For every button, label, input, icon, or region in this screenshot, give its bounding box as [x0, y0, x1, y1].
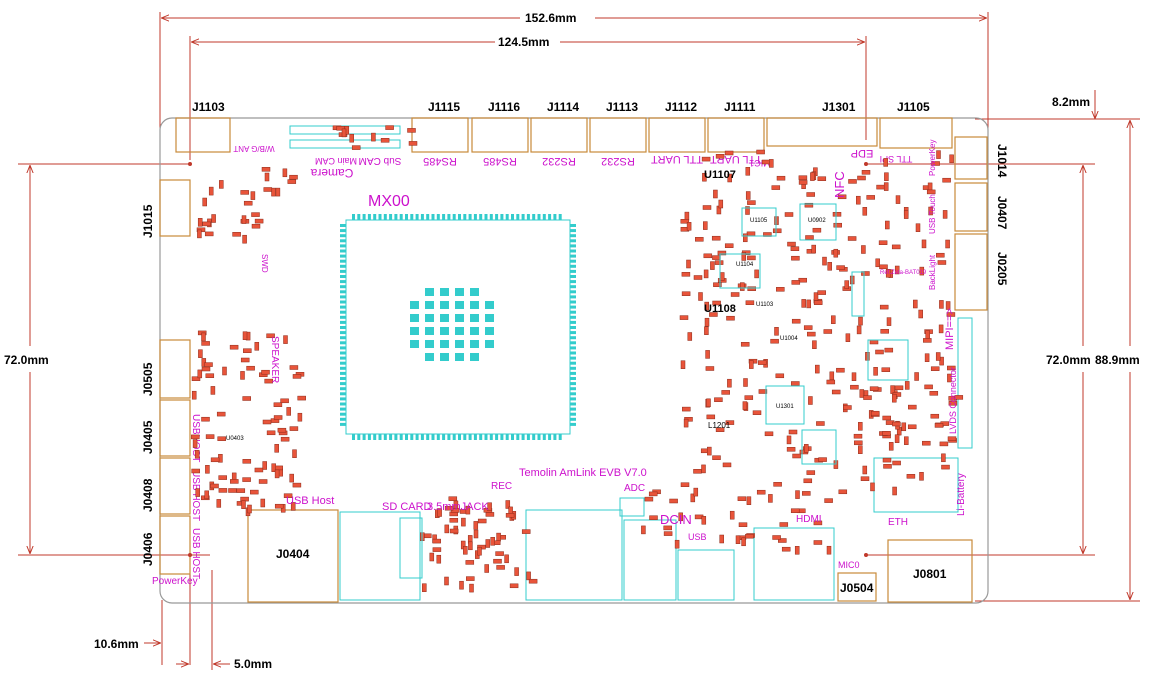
dimension-board-width: 152.6mm	[159, 11, 989, 132]
connector-j0406: J0406	[141, 532, 155, 566]
connector-j1114: J1114	[547, 100, 579, 114]
connector-j1113: J1113	[606, 100, 638, 114]
label-adc: ADC	[624, 483, 645, 494]
label-dcin: DCIN	[660, 512, 692, 527]
connector-j0408: J0408	[141, 478, 155, 512]
dimension-hole-span: 124.5mm	[189, 35, 867, 160]
connector-j0801: J0801	[913, 567, 947, 581]
right-connectors	[954, 136, 988, 449]
connector-j1015: J1015	[141, 204, 155, 238]
label-powerkey-top: PowerKey	[928, 140, 937, 176]
label-ref-zeta: Ref.Zeta-BAT019	[880, 270, 927, 276]
label-l1201: L1201	[708, 421, 731, 430]
label-sd-card: SD CARD	[382, 501, 432, 513]
connector-j0404: J0404	[276, 547, 310, 561]
label-usb-touch: USB Touch	[928, 194, 937, 234]
silkscreen-labels: NFC PowerKey USB Touch Ref.Zeta-BAT019 B…	[152, 140, 967, 587]
connector-j0505: J0505	[141, 362, 155, 396]
dimension-top-offset: 8.2mm	[975, 90, 1140, 120]
label-li-battery: Li-Battery	[956, 473, 967, 516]
mounting-holes	[188, 162, 868, 557]
label-backlight: BackLight	[928, 254, 937, 290]
left-offset-label: 10.6mm	[94, 637, 139, 651]
label-usb-host: USB Host	[286, 495, 334, 507]
left-height-label: 72.0mm	[4, 353, 49, 367]
label-usb: USB	[688, 532, 707, 542]
label-edp: EDP	[851, 147, 874, 159]
dimension-right-height: 72.0mm	[866, 163, 1095, 556]
label-rs485-a: RS485	[423, 155, 457, 167]
label-hdmi: HDMI	[796, 514, 822, 525]
connector-j0405: J0405	[141, 420, 155, 454]
label-rec: REC	[491, 481, 512, 492]
label-powerkey-bottom: PowerKey	[152, 576, 198, 587]
label-rs232-b: RS232	[601, 155, 635, 167]
label-camera: Camera	[310, 166, 353, 180]
label-rs232-a: RS232	[542, 155, 576, 167]
connector-j0504: J0504	[840, 581, 874, 595]
connector-j0205: J0205	[995, 252, 1009, 286]
label-lvds: LVDS Connector	[948, 367, 958, 434]
label-u1105: U1105	[750, 218, 768, 224]
label-u0403: U0403	[226, 436, 244, 442]
cpu-mx00	[340, 214, 576, 440]
top-port-labels: RS485 RS485 RS232 RS232 TTL UART TTL UAR…	[233, 144, 912, 180]
pcb-outline	[159, 117, 989, 604]
label-jack: 3.5mmJACK	[427, 501, 489, 513]
hole-offset-label: 5.0mm	[234, 657, 272, 671]
connector-j0407: J0407	[995, 196, 1009, 230]
label-ttl-spi: TTL SPI	[880, 154, 913, 164]
label-mx00: MX00	[368, 193, 410, 210]
connector-j1116: J1116	[488, 100, 520, 114]
right-height-label: 72.0mm	[1046, 353, 1091, 367]
connector-j1014: J1014	[995, 144, 1009, 178]
dimension-left-offset: 10.6mm	[94, 570, 191, 665]
label-u0902: U0902	[808, 218, 826, 224]
bottom-connectors	[247, 457, 973, 603]
connector-j1105: J1105	[897, 100, 930, 114]
label-usb-host-c: USB HOST	[190, 528, 201, 579]
label-u1301: U1301	[776, 404, 794, 410]
smd-components	[191, 125, 964, 593]
dimension-hole-offset: 5.0mm	[211, 570, 272, 671]
connector-j1103: J1103	[192, 100, 225, 114]
ic-outlines	[399, 203, 909, 579]
dimension-board-height: 88.9mm	[975, 121, 1140, 602]
connector-j1115: J1115	[428, 100, 460, 114]
board-height-label: 88.9mm	[1095, 353, 1140, 367]
hole-span-label: 124.5mm	[498, 35, 549, 49]
label-speaker: SPEAKER	[269, 336, 280, 383]
label-mipi: MIPI==>	[944, 308, 956, 350]
left-connectors	[159, 179, 191, 575]
connector-j1112: J1112	[665, 100, 697, 114]
label-evb: Temolin AmLink EVB V7.0	[519, 467, 647, 479]
label-wifi-ant: W/B/G ANT	[233, 144, 274, 153]
label-u1004: U1004	[780, 336, 798, 342]
label-u1107: U1107	[704, 169, 736, 181]
label-nfc: NFC	[832, 171, 847, 198]
label-u1104: U1104	[736, 262, 754, 268]
label-mic1: MIC1	[749, 158, 771, 168]
label-swd: SWD	[260, 254, 269, 273]
connector-j1301: J1301	[822, 100, 856, 114]
label-sub-cam: Sub CAM	[359, 155, 402, 166]
top-connectors	[175, 117, 953, 153]
label-eth: ETH	[888, 517, 908, 528]
label-rs485-b: RS485	[483, 155, 517, 167]
label-mic0: MIC0	[838, 560, 860, 570]
label-main-cam: Main CAM	[315, 156, 357, 166]
label-ttl-uart-a: TTL UART	[651, 153, 703, 165]
label-u1108: U1108	[704, 303, 736, 315]
label-u1103: U1103	[756, 302, 774, 308]
dimension-left-height: 72.0mm	[4, 163, 210, 556]
board-width-label: 152.6mm	[525, 11, 576, 25]
connector-j1111: J1111	[724, 100, 756, 114]
top-offset-label: 8.2mm	[1052, 95, 1090, 109]
